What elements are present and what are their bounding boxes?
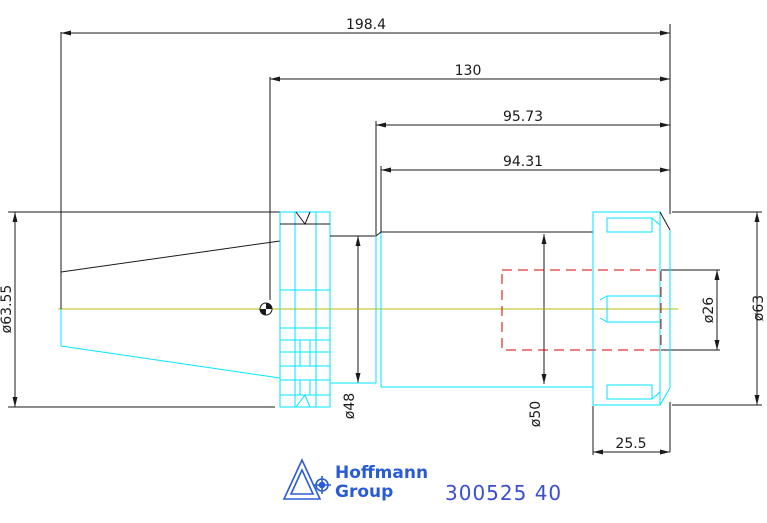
dim-taper-diameter: ø63.55 [0,285,15,334]
dim-diameter-48: ø48 [342,393,358,419]
hoffmann-logo: Hoffmann Group [282,458,428,502]
dimension-lines [8,24,762,455]
logo-line-1: Hoffmann [335,463,428,483]
arrowheads [12,30,760,455]
dim-diameter-50: ø50 [528,401,544,427]
dim-diameter-63: ø63 [751,295,767,321]
dim-length-94-31: 94.31 [503,154,543,170]
dim-length-95-73: 95.73 [503,109,543,125]
dim-diameter-26: ø26 [701,297,717,323]
dim-length-130: 130 [455,63,482,79]
dim-nut-length: 25.5 [615,436,646,452]
hidden-bore [501,269,662,351]
logo-line-2: Group [335,482,393,502]
neck [330,235,376,384]
logo-mark-icon [282,458,331,500]
collet-body [375,231,593,388]
dim-overall-length: 198.4 [346,17,386,33]
clamping-nut [592,211,671,406]
reference-point-symbol [259,302,273,316]
part-number: 300525 40 [445,481,562,505]
flange [279,211,331,408]
